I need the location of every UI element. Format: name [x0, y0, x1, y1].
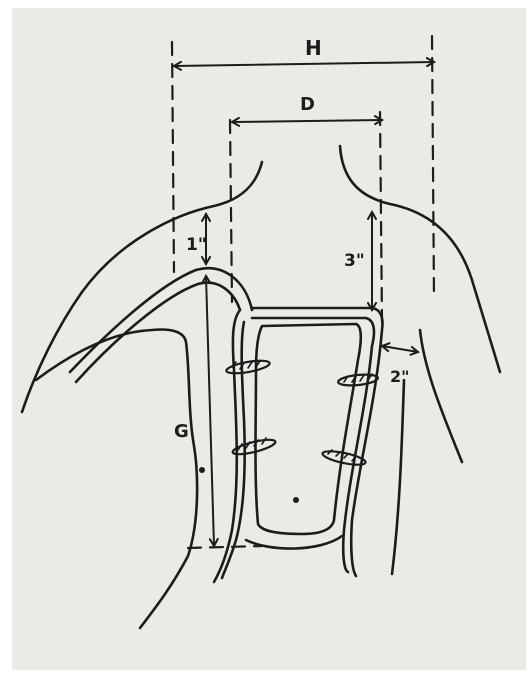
dash-bottom	[188, 546, 262, 548]
strap-reference-dot	[199, 467, 205, 473]
arrow-g	[206, 276, 214, 546]
dash-right-outer	[432, 36, 434, 298]
dash-right-inner	[380, 112, 382, 322]
shoulder-strap-outer	[70, 268, 252, 372]
right-torso-lower	[392, 380, 404, 574]
label-1in: 1"	[186, 235, 207, 255]
buckle-right-upper	[338, 373, 379, 387]
label-3in: 3"	[344, 251, 365, 271]
harness-center-dot	[293, 497, 299, 503]
neck-left	[22, 162, 262, 412]
label-d: D	[300, 94, 315, 115]
label-2in: 2"	[390, 367, 409, 386]
shoulder-strap-inner	[76, 283, 240, 382]
label-h: H	[305, 36, 322, 60]
measurement-arrows	[174, 62, 434, 546]
left-arm-inner	[36, 330, 197, 629]
harness-frame-outer	[252, 308, 383, 576]
arrow-2in	[382, 346, 418, 352]
label-g: G	[174, 421, 189, 442]
right-torso-side	[420, 330, 462, 462]
harness	[70, 268, 383, 582]
arrow-d	[232, 120, 382, 122]
dash-left-outer	[172, 42, 174, 272]
arrow-h	[174, 62, 434, 66]
body-outline	[22, 146, 500, 628]
harness-frame-inner	[256, 324, 361, 534]
buckle-left-lower	[231, 437, 276, 457]
